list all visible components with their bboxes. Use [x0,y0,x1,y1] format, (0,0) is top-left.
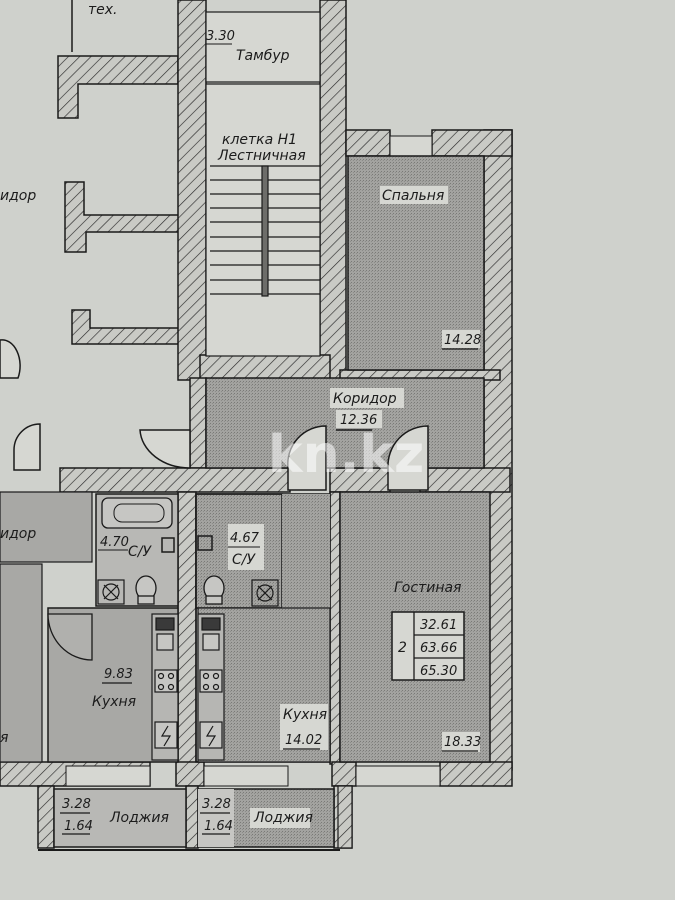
bedroom-label: Спальня [382,188,444,204]
kitchen-right-appliances [197,613,225,761]
badge-total-area: 63.66 [420,641,457,656]
loggia-left [53,788,187,848]
tambur-label: Тамбур [236,48,290,64]
loggia-right-label: Лоджия [253,810,313,826]
left-room-fragment-label: я [0,730,8,746]
corridor-left-bottom-label: идор [0,526,36,542]
sink-icon-right [197,535,213,551]
loggia-right-area: 3.28 [202,797,231,812]
apartment-summary-badge: 2 32.61 63.66 65.30 [391,611,465,681]
tambur-room [205,11,321,83]
bathroom-right-label: С/У [232,552,256,568]
tambur-area: 3.30 [206,29,235,44]
living-room-label: Гостиная [394,580,461,596]
badge-living-area: 32.61 [420,618,457,633]
loggia-left-area-reduced: 1.64 [64,819,93,834]
kitchen-left-area: 9.83 [104,667,133,682]
bedroom-window [389,135,433,157]
bathroom-left-label: С/У [128,544,152,560]
neighbor-walls [57,0,185,345]
stairs [210,165,320,297]
bedroom-area: 14.28 [444,333,481,348]
corridor-left-top-label: идор [0,188,36,204]
kitchen-left-door [47,613,93,661]
badge-total-area-with-loggia: 65.30 [420,664,457,679]
bathroom-left-area: 4.70 [100,535,129,550]
corridor-area: 12.36 [340,413,377,428]
loggia-left-area: 3.28 [62,797,91,812]
badge-rooms-count: 2 [398,640,407,656]
stairwell-label-line2: Лестничная [217,148,306,164]
kitchen-right-label: Кухня [283,707,327,723]
living-room-area: 18.33 [444,735,481,750]
sink-icon-left [161,537,175,553]
loggia-right-area-reduced: 1.64 [204,819,233,834]
toilet-icon-right [203,575,225,605]
kitchen-left-label: Кухня [92,694,136,710]
bottom-wall [337,785,353,849]
bathroom-right-area: 4.67 [230,531,260,546]
left-room-fragment [0,563,43,763]
corridor-doors [0,339,429,491]
bathtub-icon [101,497,173,529]
kitchen-left-appliances [151,613,179,761]
toilet-icon-left [135,575,157,605]
stairwell-label-line1: клетка Н1 [222,132,297,148]
watermark: kn.kz [268,425,424,485]
kitchen-right-area: 14.02 [285,733,322,748]
bottom-windows [65,765,441,787]
loggia-left-label: Лоджия [109,810,169,826]
floor-drain-icon-left [97,579,125,605]
tech-room-label: тех. [88,2,118,18]
corridor-label: Коридор [333,391,397,407]
floor-drain-icon-right [251,579,279,607]
corridor-left-room [0,491,93,563]
